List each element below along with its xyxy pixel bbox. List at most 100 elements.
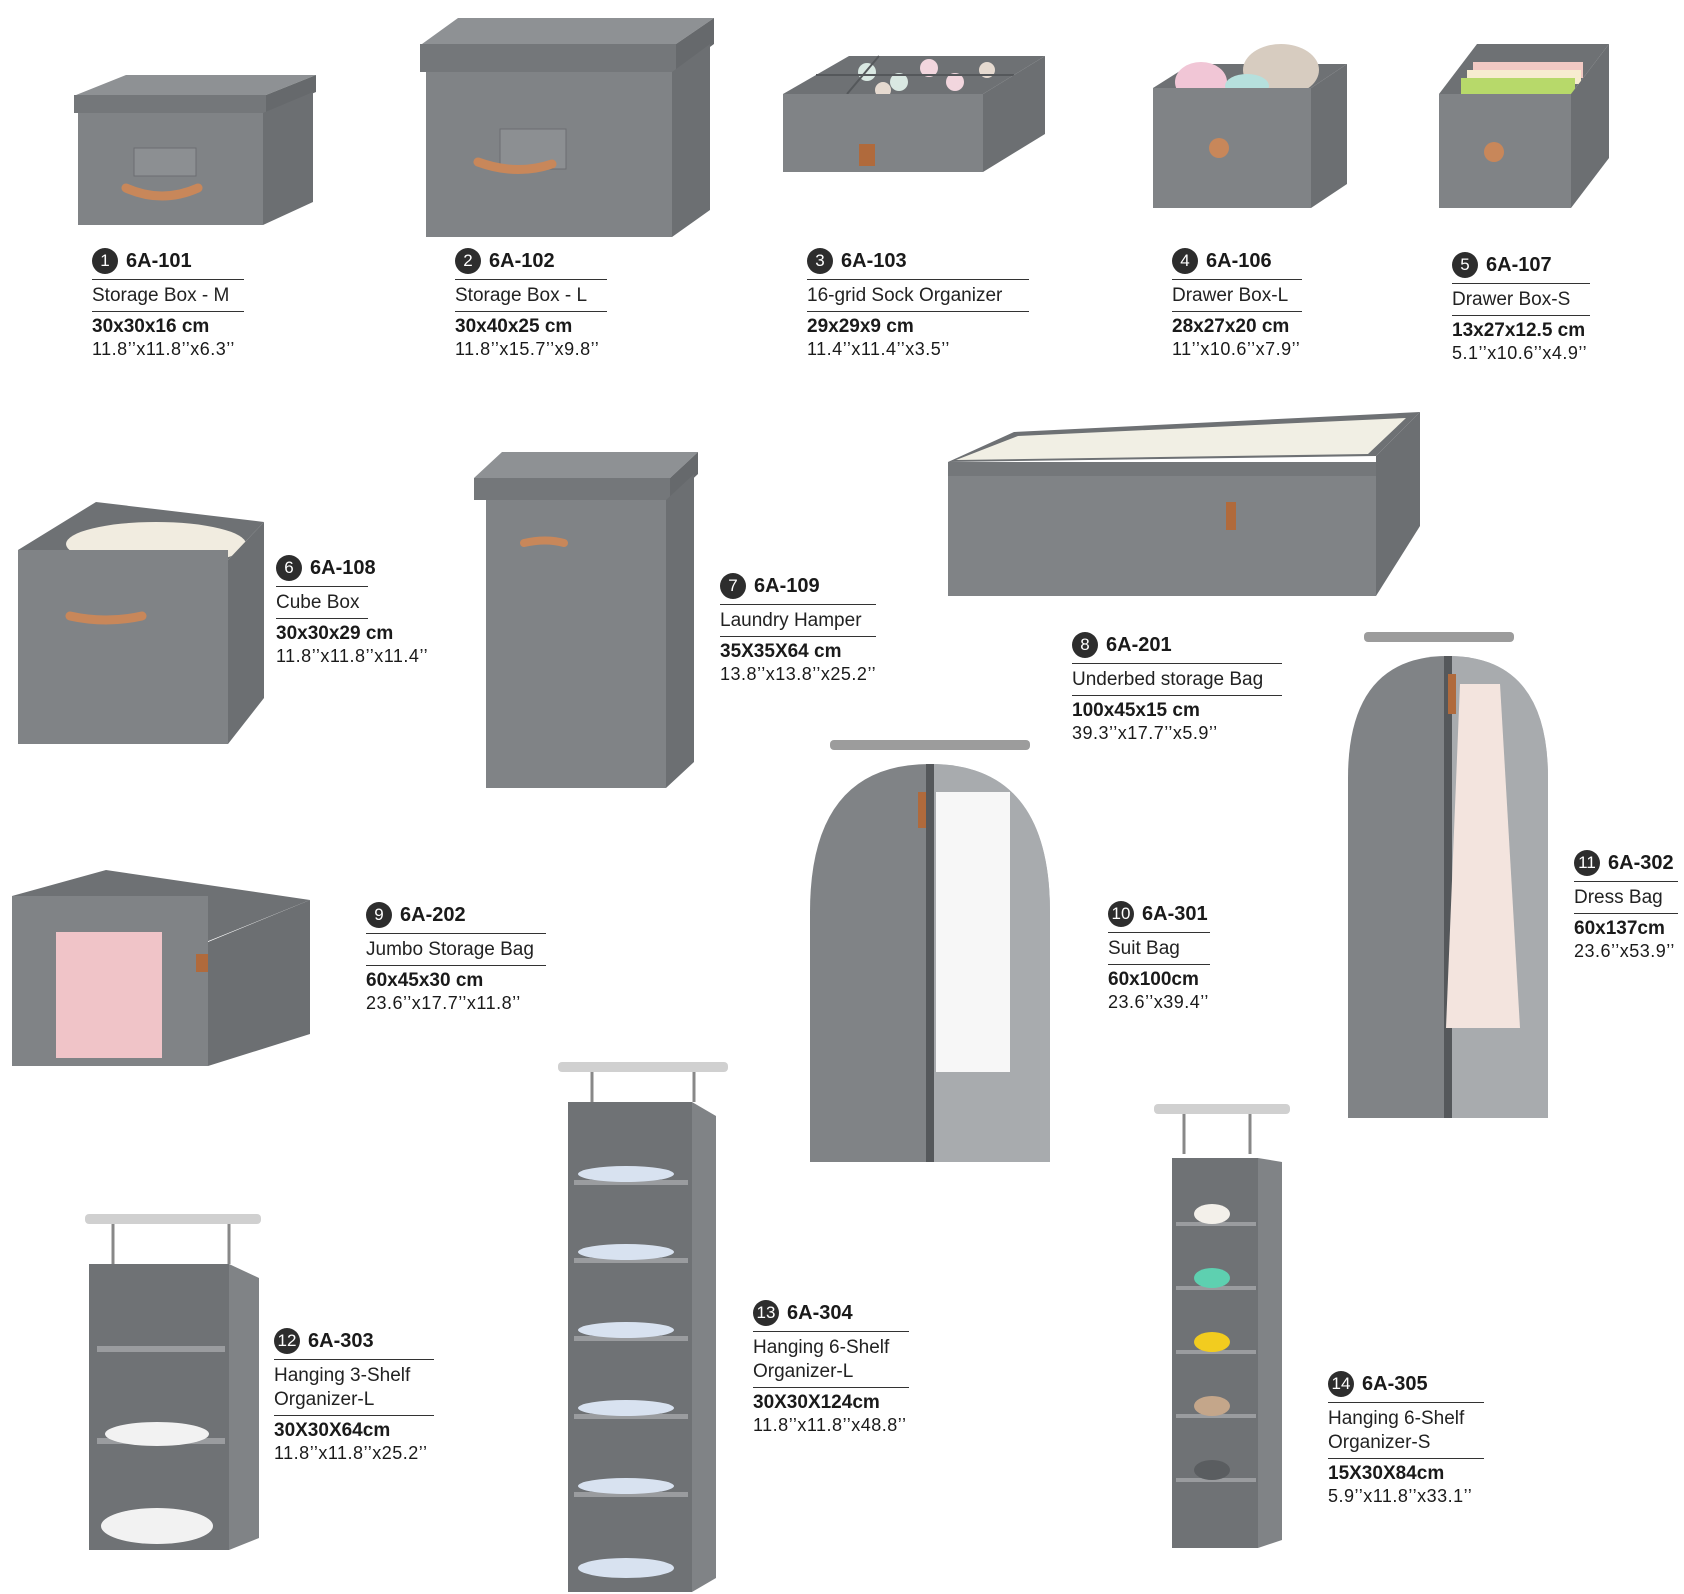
product-label: 11 6A-302 Dress Bag 60x137cm 23.6’’x53.9…	[1574, 848, 1678, 962]
sock-organizer-image	[779, 52, 1049, 182]
hanging-6-shelf-s-image	[1152, 1100, 1292, 1555]
dress-bag-image	[1344, 628, 1554, 1123]
product-label: 14 6A-305 Hanging 6-Shelf Organizer-S 15…	[1328, 1369, 1484, 1507]
product-label: 3 6A-103 16-grid Sock Organizer 29x29x9 …	[807, 246, 1029, 360]
item-number-badge: 13	[753, 1300, 779, 1326]
product-code: 6A-302	[1608, 851, 1674, 874]
item-number-badge: 1	[92, 248, 118, 274]
product-name: 16-grid Sock Organizer	[807, 285, 1003, 306]
item-number-badge: 10	[1108, 901, 1134, 927]
hanging-6-shelf-l-image	[556, 1058, 731, 1594]
dimension-inch: 11.8’’x11.8’’x6.3’’	[92, 339, 235, 359]
product-label: 2 6A-102 Storage Box - L 30x40x25 cm 11.…	[455, 246, 607, 360]
dimension-inch: 5.9’’x11.8’’x33.1’’	[1328, 1486, 1473, 1506]
product-code: 6A-305	[1362, 1372, 1428, 1395]
product-code: 6A-202	[400, 903, 466, 926]
underbed-bag-image	[944, 406, 1424, 606]
dimension-cm: 30X30X124cm	[753, 1392, 880, 1413]
product-name-line-1: Hanging 6-Shelf	[753, 1337, 890, 1358]
product-code: 6A-301	[1142, 902, 1208, 925]
product-label: 13 6A-304 Hanging 6-Shelf Organizer-L 30…	[753, 1298, 909, 1436]
product-label: 7 6A-109 Laundry Hamper 35X35X64 cm 13.8…	[720, 571, 876, 685]
dimension-cm: 60x137cm	[1574, 918, 1665, 939]
product-name: Storage Box - L	[455, 285, 588, 306]
suit-bag-image	[802, 732, 1062, 1172]
dimension-inch: 11.8’’x11.8’’x11.4’’	[276, 646, 429, 666]
item-number-badge: 7	[720, 573, 746, 599]
product-name: Drawer Box-S	[1452, 289, 1571, 310]
product-code: 6A-107	[1486, 253, 1552, 276]
dimension-inch: 5.1’’x10.6’’x4.9’’	[1452, 343, 1588, 363]
dimension-cm: 60x45x30 cm	[366, 970, 484, 991]
dimension-inch: 23.6’’x53.9’’	[1574, 941, 1675, 961]
dimension-cm: 28x27x20 cm	[1172, 316, 1290, 337]
dimension-inch: 23.6’’x17.7’’x11.8’’	[366, 993, 521, 1013]
product-label: 10 6A-301 Suit Bag 60x100cm 23.6’’x39.4’…	[1108, 899, 1210, 1013]
product-code: 6A-106	[1206, 249, 1272, 272]
dimension-cm: 30x40x25 cm	[455, 316, 573, 337]
item-number-badge: 12	[274, 1328, 300, 1354]
item-number-badge: 11	[1574, 850, 1600, 876]
product-name: Suit Bag	[1108, 938, 1180, 959]
product-label: 9 6A-202 Jumbo Storage Bag 60x45x30 cm 2…	[366, 900, 546, 1014]
storage-box-m-image	[66, 70, 328, 230]
product-name: Drawer Box-L	[1172, 285, 1289, 306]
product-name: Jumbo Storage Bag	[366, 939, 534, 960]
dimension-cm: 35X35X64 cm	[720, 641, 842, 662]
product-name: Laundry Hamper	[720, 610, 862, 631]
product-label: 8 6A-201 Underbed storage Bag 100x45x15 …	[1072, 630, 1282, 744]
dimension-inch: 13.8’’x13.8’’x25.2’’	[720, 664, 877, 684]
product-name: Storage Box - M	[92, 285, 230, 306]
dimension-inch: 11.8’’x11.8’’x48.8’’	[753, 1415, 907, 1435]
product-name: Dress Bag	[1574, 887, 1663, 908]
dimension-inch: 39.3’’x17.7’’x5.9’’	[1072, 723, 1218, 743]
product-name-line-2: Organizer-L	[753, 1361, 854, 1382]
item-number-badge: 14	[1328, 1371, 1354, 1397]
product-code: 6A-201	[1106, 633, 1172, 656]
dimension-cm: 60x100cm	[1108, 969, 1199, 990]
item-number-badge: 2	[455, 248, 481, 274]
dimension-cm: 15X30X84cm	[1328, 1463, 1445, 1484]
drawer-box-s-image	[1437, 42, 1612, 212]
cube-box-image	[16, 500, 266, 750]
dimension-inch: 11.4’’x11.4’’x3.5’’	[807, 339, 950, 359]
product-code: 6A-304	[787, 1301, 853, 1324]
drawer-box-l-image	[1151, 44, 1351, 214]
product-name-line-1: Hanging 6-Shelf	[1328, 1408, 1465, 1429]
product-label: 6 6A-108 Cube Box 30x30x29 cm 11.8’’x11.…	[276, 553, 428, 667]
product-label: 12 6A-303 Hanging 3-Shelf Organizer-L 30…	[274, 1326, 434, 1464]
item-number-badge: 6	[276, 555, 302, 581]
product-label: 1 6A-101 Storage Box - M 30x30x16 cm 11.…	[92, 246, 244, 360]
dimension-cm: 30x30x29 cm	[276, 623, 394, 644]
product-label: 5 6A-107 Drawer Box-S 13x27x12.5 cm 5.1’…	[1452, 250, 1590, 364]
item-number-badge: 9	[366, 902, 392, 928]
storage-box-l-image	[418, 14, 718, 244]
product-label: 4 6A-106 Drawer Box-L 28x27x20 cm 11’’x1…	[1172, 246, 1302, 360]
dimension-cm: 13x27x12.5 cm	[1452, 320, 1586, 341]
hanging-3-shelf-image	[83, 1208, 263, 1558]
item-number-badge: 8	[1072, 632, 1098, 658]
dimension-inch: 11.8’’x15.7’’x9.8’’	[455, 339, 600, 359]
dimension-cm: 30x30x16 cm	[92, 316, 210, 337]
product-name-line-2: Organizer-S	[1328, 1432, 1431, 1453]
product-code: 6A-108	[310, 556, 376, 579]
dimension-inch: 11’’x10.6’’x7.9’’	[1172, 339, 1301, 359]
dimension-cm: 100x45x15 cm	[1072, 700, 1200, 721]
product-name: Cube Box	[276, 592, 360, 613]
product-name-line-2: Organizer-L	[274, 1389, 375, 1410]
jumbo-bag-image	[10, 866, 315, 1076]
laundry-hamper-image	[472, 450, 707, 795]
product-code: 6A-109	[754, 574, 820, 597]
dimension-cm: 30X30X64cm	[274, 1420, 391, 1441]
item-number-badge: 4	[1172, 248, 1198, 274]
dimension-cm: 29x29x9 cm	[807, 316, 914, 337]
dimension-inch: 23.6’’x39.4’’	[1108, 992, 1209, 1012]
product-name: Underbed storage Bag	[1072, 669, 1264, 690]
item-number-badge: 5	[1452, 252, 1478, 278]
product-name-line-1: Hanging 3-Shelf	[274, 1365, 411, 1386]
product-code: 6A-101	[126, 249, 192, 272]
product-code: 6A-102	[489, 249, 555, 272]
dimension-inch: 11.8’’x11.8’’x25.2’’	[274, 1443, 428, 1463]
item-number-badge: 3	[807, 248, 833, 274]
product-code: 6A-103	[841, 249, 907, 272]
